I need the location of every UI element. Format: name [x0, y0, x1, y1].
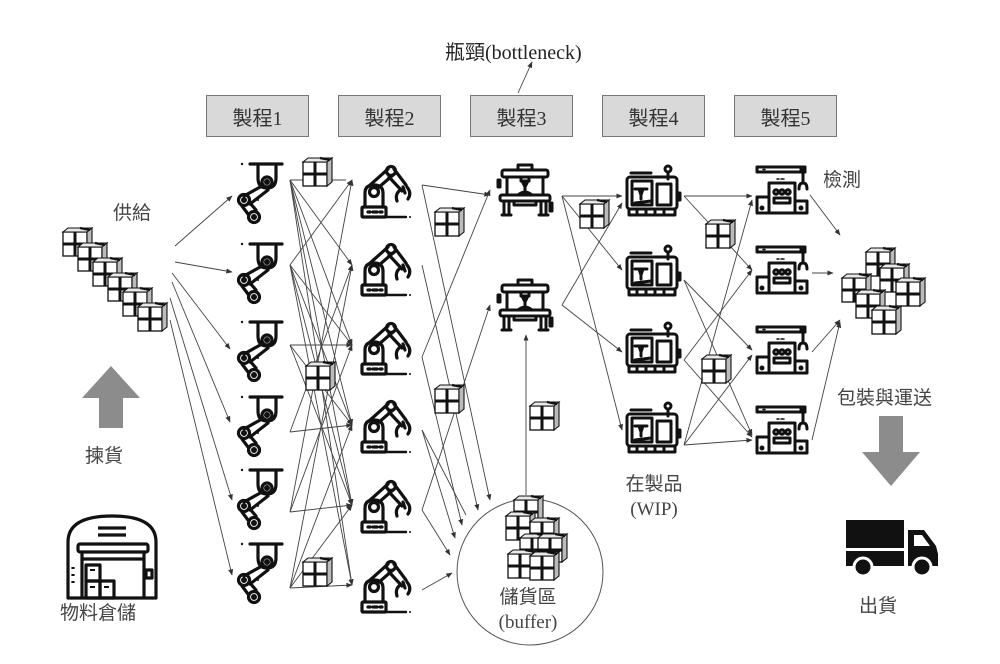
flow-arrows	[169, 61, 842, 646]
packing-shipping-label: 包裝與運送	[837, 388, 933, 409]
robot-arm-icon	[360, 399, 413, 455]
wip-box-icon	[301, 556, 334, 588]
wip-box-icon	[528, 400, 561, 432]
process-box-3: 製程3	[470, 95, 573, 137]
inspection-machine-icon	[755, 325, 809, 375]
cnc-machine-icon	[625, 244, 682, 297]
wip-box-icon	[704, 218, 737, 250]
process1-to-process2-arrow	[289, 264, 353, 346]
process4-to-process5-arrow	[683, 359, 753, 438]
shipping-label: 出貨	[859, 596, 898, 617]
process4-to-process5-arrow	[683, 199, 753, 446]
supply-to-process1-arrow	[169, 319, 234, 576]
robot-arm-small-icon	[236, 394, 284, 458]
wip-label: 在製品	[625, 474, 683, 495]
robot-arm-small-icon	[236, 541, 284, 605]
buffer-box-icon	[528, 550, 561, 582]
inspection-machine-icon	[755, 405, 809, 455]
cnc-machine-icon	[625, 401, 682, 454]
finished-goods-box-icon	[894, 276, 927, 308]
packing-down-arrow-icon	[862, 416, 920, 486]
inspection-machine-icon	[755, 245, 809, 295]
wip-box-icon	[433, 206, 466, 238]
material-box-icon	[136, 301, 169, 333]
picking-up-arrow-icon	[82, 366, 140, 428]
robot-arm-small-icon	[236, 319, 284, 383]
process1-to-process2-arrow	[289, 179, 354, 513]
station-icons	[61, 156, 940, 615]
process1-to-process2-arrow	[289, 179, 354, 506]
inspection-to-goods-arrow	[809, 194, 841, 236]
robot-arm-small-icon	[236, 241, 284, 305]
process1-to-process2-arrow	[289, 424, 353, 589]
robot-arm-icon	[360, 559, 413, 615]
process4-to-process5-arrow	[683, 269, 753, 361]
flow-line	[421, 429, 467, 516]
process3-to-process4-arrow	[561, 195, 624, 431]
wip-box-icon	[433, 383, 466, 415]
press-machine-icon	[496, 278, 554, 332]
buffer-label-en: (buffer)	[498, 612, 558, 633]
process-box-5: 製程5	[734, 95, 837, 137]
robot-arm-icon	[360, 321, 413, 377]
supply-to-process1-arrow	[174, 195, 233, 247]
wip-box-icon	[301, 156, 334, 188]
inspection-to-goods-arrow	[811, 321, 842, 441]
wip-box-icon	[578, 198, 611, 230]
process-box-4: 製程4	[602, 95, 705, 137]
wip-label-en: (WIP)	[630, 499, 678, 520]
process1-to-process2-arrow	[289, 264, 354, 589]
warehouse-icon	[66, 514, 158, 600]
process2-to-process3-arrow	[421, 184, 491, 197]
bottleneck-label: 瓶頸(bottleneck)	[445, 42, 582, 64]
robot-arm-icon	[360, 164, 413, 220]
process1-to-process2-arrow	[289, 503, 353, 513]
inspection-label: 檢測	[823, 170, 862, 191]
wip-box-icon	[700, 353, 733, 385]
process4-to-process5-arrow	[683, 354, 753, 446]
bottleneck-pointer-arrow	[517, 61, 533, 94]
robot-arm-small-icon	[236, 467, 284, 531]
robot-arm-icon	[360, 242, 413, 298]
inspection-to-goods-arrow	[811, 319, 841, 353]
picking-label: 揀貨	[85, 446, 124, 467]
process2-to-buffer-arrow	[421, 429, 456, 539]
robot-arm-icon	[360, 479, 413, 535]
press-machine-icon	[496, 163, 554, 217]
process2-to-buffer-arrow	[421, 356, 464, 526]
cnc-machine-icon	[625, 321, 682, 374]
process3-to-process4-arrow	[561, 195, 623, 271]
supply-label: 供給	[113, 203, 152, 224]
warehouse-label: 物料倉儲	[60, 603, 137, 624]
supply-to-process1-arrow	[171, 272, 231, 350]
supply-to-process1-arrow	[174, 261, 233, 274]
process1-to-process2-arrow	[289, 264, 353, 433]
inspection-machine-icon	[755, 165, 809, 215]
process1-to-process2-arrow	[289, 179, 353, 346]
truck-icon	[844, 518, 940, 578]
process1-to-process2-arrow	[289, 504, 353, 589]
process3-to-process4-arrow	[561, 202, 623, 306]
process2-to-buffer-arrow	[421, 509, 451, 556]
wip-box-icon	[304, 360, 337, 392]
process1-to-process2-arrow	[289, 179, 353, 266]
process1-to-process2-arrow	[289, 179, 354, 426]
process4-to-process5-arrow	[683, 437, 753, 446]
process2-to-process3-arrow	[421, 189, 491, 358]
supply-to-process1-arrow	[169, 297, 233, 501]
robot-arm-small-icon	[236, 161, 284, 225]
buffer-label: 儲貨區	[499, 587, 557, 608]
cnc-machine-icon	[625, 164, 682, 217]
process-box-2: 製程2	[338, 95, 441, 137]
finished-goods-box-icon	[870, 304, 903, 336]
process3-to-process4-arrow	[561, 304, 623, 353]
process-box-1: 製程1	[206, 95, 309, 137]
supply-to-process1-arrow	[171, 281, 231, 423]
process2-to-buffer-arrow	[421, 572, 453, 591]
process2-to-buffer-arrow	[421, 184, 492, 501]
